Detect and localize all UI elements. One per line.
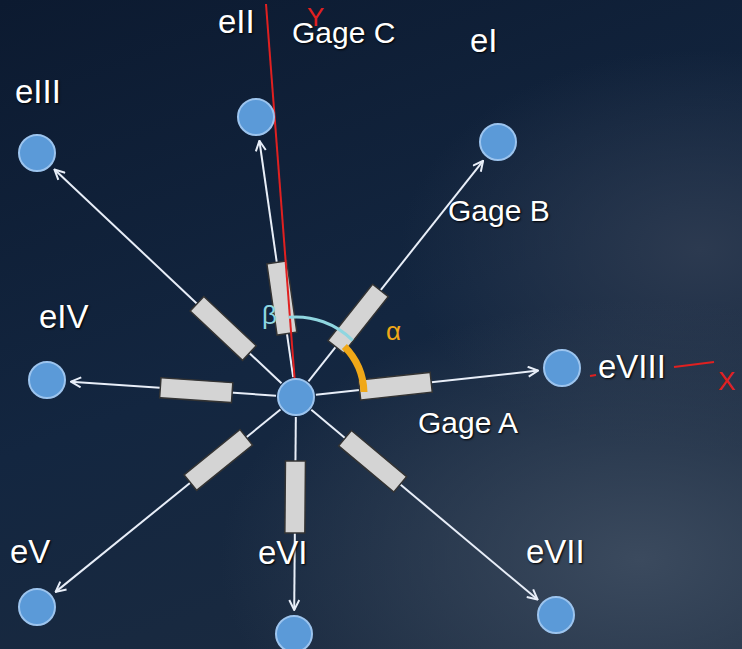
circle-outline [236, 97, 276, 137]
strain-gage [184, 430, 253, 491]
circle-fill [544, 350, 580, 386]
alpha-arc [344, 347, 364, 393]
strain-gage [285, 461, 306, 533]
y-axis [266, 4, 296, 397]
circle-fill [29, 362, 65, 398]
x-axis [590, 375, 596, 376]
gage-label: Gage B [448, 196, 550, 226]
beta-arc [289, 317, 353, 340]
gage-label: Gage A [418, 408, 518, 438]
gage-end-circle: eIII [17, 133, 57, 173]
spoke-arrow [308, 161, 483, 382]
strain-label: eVII [526, 535, 585, 568]
gage-end-circle: eI [478, 122, 518, 162]
circle-outline [27, 360, 67, 400]
spoke-arrow [54, 169, 281, 383]
circle-outline [536, 595, 576, 635]
axis-label: Y [307, 4, 324, 30]
circle-fill [538, 597, 574, 633]
gage-end-circle: eV [17, 587, 57, 627]
strain-gage [328, 284, 388, 353]
angle-label: α [386, 318, 401, 344]
strain-gage [160, 378, 233, 403]
strain-label: eV [10, 535, 50, 568]
circle-fill [276, 616, 312, 649]
circle-outline [17, 587, 57, 627]
circle-outline [274, 614, 314, 649]
strain-label: eIII [15, 75, 61, 108]
circle-fill [19, 135, 55, 171]
x-axis [674, 362, 714, 367]
strain-label: eVI [258, 536, 308, 569]
gage-end-circle: eII [236, 97, 276, 137]
axis-label: X [718, 368, 735, 394]
gage-end-circle: eVIII [542, 348, 582, 388]
circle-fill [480, 124, 516, 160]
center-circle [278, 379, 314, 415]
circle-outline [542, 348, 582, 388]
strain-gage [339, 430, 407, 492]
spoke-arrow [259, 141, 293, 377]
angle-label: β [262, 302, 277, 328]
gage-end-circle: eVI [274, 614, 314, 649]
strain-gage [190, 296, 256, 360]
gage-end-circle: eIV [27, 360, 67, 400]
strain-label: eVIII [598, 350, 666, 383]
spoke-arrow [56, 410, 281, 592]
circle-fill [238, 99, 274, 135]
strain-label: eIV [39, 300, 89, 333]
strain-label: eII [218, 5, 255, 38]
gage-end-circle: eVII [536, 595, 576, 635]
circle-outline [478, 122, 518, 162]
strain-label: eI [470, 24, 498, 57]
circle-fill [19, 589, 55, 625]
spoke-arrow [311, 410, 537, 600]
strain-gage [359, 372, 433, 400]
circle-outline [17, 133, 57, 173]
